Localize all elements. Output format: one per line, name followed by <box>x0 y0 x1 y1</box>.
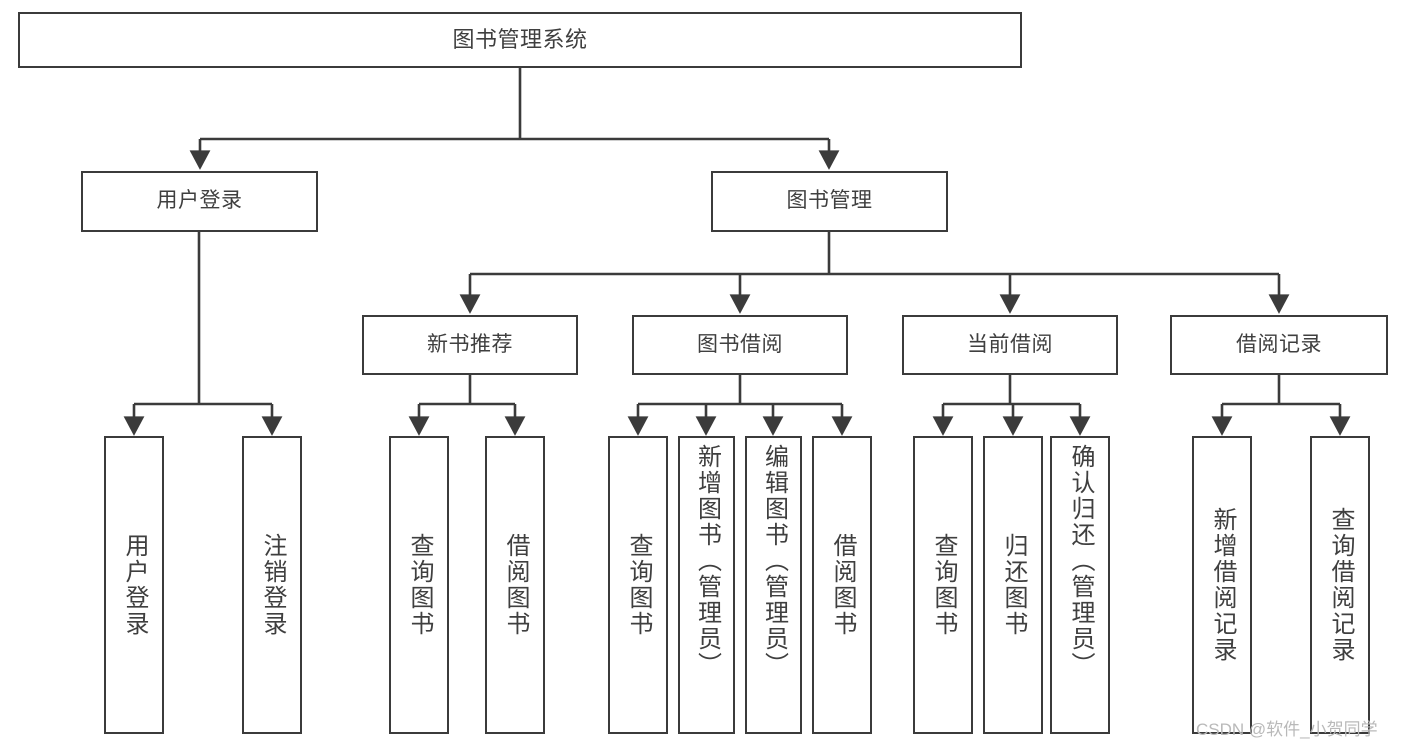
node-label: 图书借阅 <box>697 332 783 356</box>
node-leaf-query-book-borrow[interactable]: 查询图书 <box>608 436 668 734</box>
node-label: 查询图书 <box>930 533 957 637</box>
node-label: 借阅记录 <box>1236 332 1322 356</box>
node-book-borrow[interactable]: 图书借阅 <box>632 315 848 375</box>
node-leaf-edit-book[interactable]: 编辑图书（管理员） <box>745 436 802 734</box>
node-root-system[interactable]: 图书管理系统 <box>18 12 1022 68</box>
node-label: 用户登录 <box>156 189 243 213</box>
node-leaf-confirm-return[interactable]: 确认归还（管理员） <box>1050 436 1110 734</box>
node-label: 确认归还（管理员） <box>1067 444 1094 678</box>
node-leaf-add-book[interactable]: 新增图书（管理员） <box>678 436 735 734</box>
node-label: 新书推荐 <box>427 332 513 356</box>
node-user-login[interactable]: 用户登录 <box>81 171 318 232</box>
node-label: 注销登录 <box>259 533 286 637</box>
node-label: 查询图书 <box>625 533 652 637</box>
node-label: 查询图书 <box>406 533 433 637</box>
node-current-borrow[interactable]: 当前借阅 <box>902 315 1118 375</box>
node-borrow-record[interactable]: 借阅记录 <box>1170 315 1388 375</box>
node-leaf-return-book[interactable]: 归还图书 <box>983 436 1043 734</box>
node-leaf-logout[interactable]: 注销登录 <box>242 436 302 734</box>
node-leaf-query-book-cur[interactable]: 查询图书 <box>913 436 973 734</box>
node-label: 新增借阅记录 <box>1209 507 1236 663</box>
node-new-book-rec[interactable]: 新书推荐 <box>362 315 578 375</box>
node-leaf-user-login[interactable]: 用户登录 <box>104 436 164 734</box>
node-leaf-borrow-book-rec[interactable]: 借阅图书 <box>485 436 545 734</box>
node-label: 归还图书 <box>1000 533 1027 637</box>
node-leaf-add-record[interactable]: 新增借阅记录 <box>1192 436 1252 734</box>
node-label: 编辑图书（管理员） <box>760 444 788 678</box>
node-leaf-query-book-rec[interactable]: 查询图书 <box>389 436 449 734</box>
node-label: 当前借阅 <box>967 332 1053 356</box>
node-label: 用户登录 <box>121 533 148 637</box>
csdn-watermark: CSDN @软件_小贺同学 <box>1196 720 1378 739</box>
node-label: 新增图书（管理员） <box>693 444 721 678</box>
node-book-manage[interactable]: 图书管理 <box>711 171 948 232</box>
node-leaf-query-record[interactable]: 查询借阅记录 <box>1310 436 1370 734</box>
node-label: 借阅图书 <box>502 533 529 637</box>
node-leaf-borrow-book[interactable]: 借阅图书 <box>812 436 872 734</box>
node-label: 借阅图书 <box>829 533 856 637</box>
node-label: 图书管理 <box>786 189 873 213</box>
node-label: 图书管理系统 <box>452 27 588 53</box>
node-label: 查询借阅记录 <box>1327 507 1354 663</box>
